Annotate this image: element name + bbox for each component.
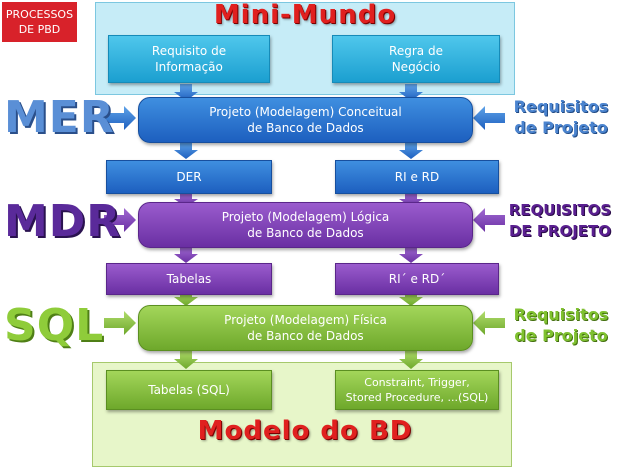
left-arrow bbox=[473, 311, 505, 335]
requisitos-projeto-1: Requisitos de Projeto bbox=[513, 97, 609, 137]
right-arrow bbox=[104, 311, 136, 335]
left-arrow bbox=[473, 208, 505, 232]
right-arrow bbox=[104, 106, 136, 130]
der-box: DER bbox=[106, 160, 272, 194]
conceitual-box: Projeto (Modelagem) Conceitual de Banco … bbox=[138, 97, 473, 143]
down-arrow bbox=[399, 193, 423, 207]
down-arrow bbox=[174, 350, 198, 369]
logica-box: Projeto (Modelagem) Lógica de Banco de D… bbox=[138, 202, 473, 248]
ri-rd-box: RI e RD bbox=[335, 160, 499, 194]
modelo-bd-title: Modelo do BD bbox=[197, 416, 413, 446]
side-label-mer: MER bbox=[4, 92, 115, 143]
down-arrow bbox=[174, 142, 198, 159]
down-arrow bbox=[399, 247, 423, 263]
tabelas-box: Tabelas bbox=[106, 263, 272, 295]
down-arrow bbox=[399, 350, 423, 369]
down-arrow bbox=[174, 84, 198, 101]
right-arrow bbox=[104, 208, 136, 232]
mini-mundo-title: Mini-Mundo bbox=[213, 0, 397, 30]
ri-rd-prime-box: RI´ e RD´ bbox=[335, 263, 499, 295]
requisitos-projeto-3: Requisitos de Projeto bbox=[513, 305, 609, 345]
tabelas-sql-box: Tabelas (SQL) bbox=[106, 370, 272, 410]
down-arrow bbox=[399, 142, 423, 159]
regra-negocio-box: Regra de Negócio bbox=[332, 35, 500, 83]
down-arrow bbox=[174, 247, 198, 263]
fisica-box: Projeto (Modelagem) Física de Banco de D… bbox=[138, 305, 473, 351]
requisitos-projeto-2: REQUISITOS DE PROJETO bbox=[508, 201, 612, 240]
constraint-trigger-box: Constraint, Trigger, Stored Procedure, .… bbox=[335, 370, 499, 410]
left-arrow bbox=[473, 106, 505, 130]
down-arrow bbox=[399, 84, 423, 101]
requisito-informacao-box: Requisito de Informação bbox=[108, 35, 270, 83]
side-label-sql: SQL bbox=[4, 300, 105, 351]
down-arrow bbox=[174, 193, 198, 207]
processos-badge: PROCESSOS DE PBD bbox=[2, 2, 77, 42]
side-label-mdr: MDR bbox=[4, 196, 122, 247]
